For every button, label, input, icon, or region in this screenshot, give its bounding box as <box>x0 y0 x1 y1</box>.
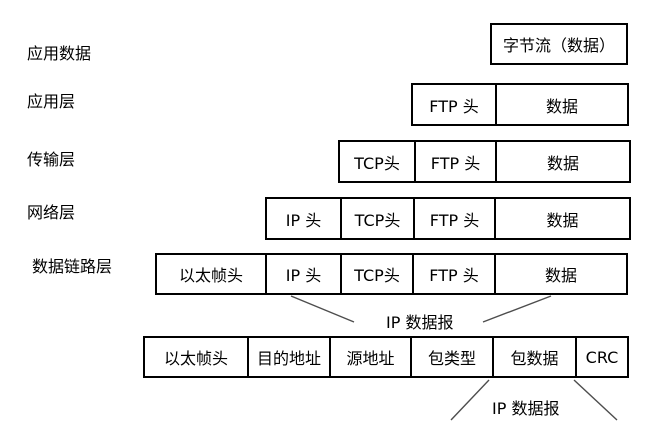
cell-data: 数据 <box>494 255 626 293</box>
cell-data: 数据 <box>495 142 629 181</box>
cell-ftp-header: FTP 头 <box>413 199 494 238</box>
connector-line-lower-left <box>450 379 490 421</box>
cell-packet-type: 包类型 <box>410 338 492 376</box>
row-datalink-layer: 以太帧头 IP 头 TCP头 FTP 头 数据 <box>155 253 628 295</box>
row-network-layer: IP 头 TCP头 FTP 头 数据 <box>265 197 631 240</box>
layer-label-application-layer: 应用层 <box>27 92 76 111</box>
cell-data: 数据 <box>495 85 627 124</box>
cell-tcp-header: TCP头 <box>340 255 412 293</box>
cell-ftp-header: FTP 头 <box>414 142 495 181</box>
cell-ip-header: IP 头 <box>285 210 322 230</box>
cell-ip-header: IP 头 <box>265 255 340 293</box>
ip-datagram-label-lower: IP 数据报 <box>492 399 560 418</box>
row-ethernet-frame: 以太帧头 目的地址 源地址 包类型 包数据 CRC <box>143 336 629 378</box>
connector-line-upper-right <box>482 295 552 323</box>
ip-datagram-label-upper: IP 数据报 <box>386 313 454 332</box>
layer-label-datalink-layer: 数据链路层 <box>32 257 113 276</box>
row-transport-layer: TCP头 FTP 头 数据 <box>338 140 631 183</box>
cell-data: 数据 <box>494 199 629 238</box>
cell-ethernet-frame-header: 以太帧头 <box>178 266 243 285</box>
row-application-data: 字节流（数据） <box>490 23 628 65</box>
layer-label-application-data: 应用数据 <box>27 44 92 63</box>
cell-ftp-header: FTP 头 <box>412 255 494 293</box>
cell-ethernet-frame-header: 以太帧头 <box>163 349 228 368</box>
cell-crc: CRC <box>575 338 627 376</box>
layer-label-transport-layer: 传输层 <box>27 150 76 169</box>
connector-line-lower-right <box>573 379 618 421</box>
layer-label-network-layer: 网络层 <box>27 203 76 222</box>
cell-byte-stream: 字节流（数据） <box>502 36 615 55</box>
cell-tcp-header: TCP头 <box>354 153 400 173</box>
cell-tcp-header: TCP头 <box>340 199 413 238</box>
cell-ftp-header: FTP 头 <box>429 96 479 116</box>
row-application-layer: FTP 头 数据 <box>411 83 629 126</box>
cell-destination-address: 目的地址 <box>247 338 329 376</box>
cell-source-address: 源地址 <box>329 338 410 376</box>
connector-line-upper-left <box>290 295 355 323</box>
cell-packet-data: 包数据 <box>492 338 575 376</box>
